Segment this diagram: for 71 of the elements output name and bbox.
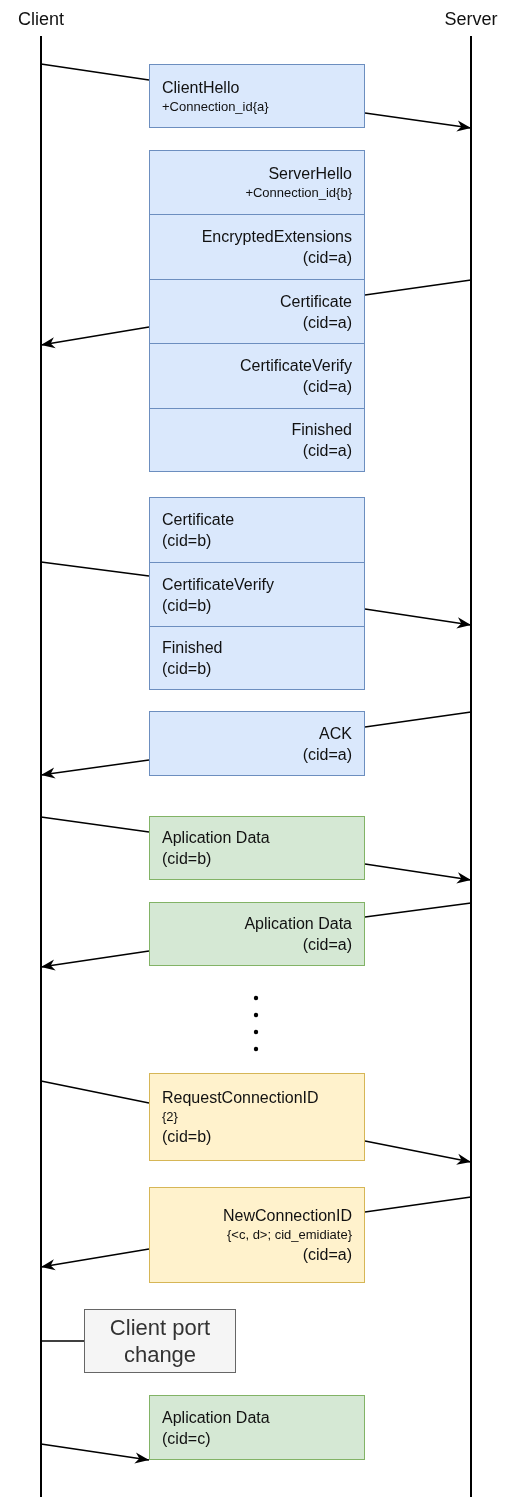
message-parameter: {<c, d>; cid_emidiate} xyxy=(225,1226,352,1244)
message-box xyxy=(149,562,365,627)
message-parameter: (cid=b) xyxy=(162,659,213,679)
message-parameter: (cid=b) xyxy=(162,849,213,869)
connector-line xyxy=(40,63,150,81)
message-name: ServerHello xyxy=(267,164,352,184)
message-parameter: +Connection_id{b} xyxy=(244,184,352,202)
message-parameter: (cid=c) xyxy=(162,1428,212,1449)
message-name: Certificate xyxy=(162,510,236,530)
arrow xyxy=(364,863,472,884)
arrow xyxy=(364,1140,472,1165)
note-text: Client port change xyxy=(108,1314,212,1368)
message-box xyxy=(149,902,365,966)
message-parameter: (cid=a) xyxy=(301,935,352,955)
message-name: ACK xyxy=(318,723,352,744)
message-parameter: (cid=a) xyxy=(301,377,352,397)
message-parameter: (cid=a) xyxy=(301,744,352,765)
message-name: Aplication Data xyxy=(162,1407,271,1428)
participant-label: Client xyxy=(18,8,64,30)
message-parameter: (cid=b) xyxy=(162,595,213,616)
message-name: CertificateVerify xyxy=(238,356,352,376)
message-parameter: (cid=a) xyxy=(301,312,352,333)
connector-line xyxy=(364,902,472,918)
connector-line xyxy=(40,1080,150,1104)
message-box xyxy=(149,279,365,344)
connector-line xyxy=(40,561,150,577)
message-name: NewConnectionID xyxy=(222,1206,352,1226)
message-parameter: (cid=a) xyxy=(301,248,352,268)
participant-label: Server xyxy=(444,8,498,30)
arrow xyxy=(40,1248,150,1271)
message-name: CertificateVerify xyxy=(162,574,276,595)
message-box xyxy=(149,1187,365,1283)
message-name: RequestConnectionID xyxy=(162,1088,320,1108)
connector-line xyxy=(40,1340,85,1342)
lifeline xyxy=(470,36,472,1497)
connector-line xyxy=(364,1196,472,1213)
message-parameter: (cid=b) xyxy=(162,531,213,551)
message-parameter: (cid=b) xyxy=(162,1127,213,1147)
message-name: ClientHello xyxy=(162,77,241,98)
message-parameter: (cid=a) xyxy=(301,441,352,461)
message-name: EncryptedExtensions xyxy=(200,227,352,247)
message-box xyxy=(149,816,365,880)
arrow xyxy=(364,608,472,629)
message-box xyxy=(149,150,365,215)
message-box xyxy=(149,711,365,776)
message-parameter: +Connection_id{a} xyxy=(162,97,270,116)
message-box xyxy=(149,343,365,409)
message-name: Finished xyxy=(162,638,224,658)
arrow xyxy=(364,112,472,132)
message-parameter: {2} xyxy=(162,1108,179,1126)
message-name: Aplication Data xyxy=(162,828,271,848)
lifeline xyxy=(40,36,42,1497)
connector-line xyxy=(364,711,472,728)
message-name: Certificate xyxy=(278,291,352,312)
connector-line xyxy=(364,279,472,296)
message-name: Aplication Data xyxy=(243,914,352,934)
connector-line xyxy=(40,816,150,833)
message-parameter: (cid=a) xyxy=(301,1245,352,1265)
message-box xyxy=(149,214,365,280)
message-box xyxy=(149,408,365,472)
arrow xyxy=(40,326,150,349)
message-box xyxy=(149,626,365,690)
arrow xyxy=(40,759,150,779)
arrow xyxy=(40,950,150,971)
message-name: Finished xyxy=(290,420,352,440)
note-box xyxy=(84,1309,236,1373)
message-box xyxy=(149,64,365,128)
message-box xyxy=(149,497,365,563)
message-box xyxy=(149,1395,365,1460)
message-box xyxy=(149,1073,365,1161)
arrow xyxy=(40,1443,150,1464)
